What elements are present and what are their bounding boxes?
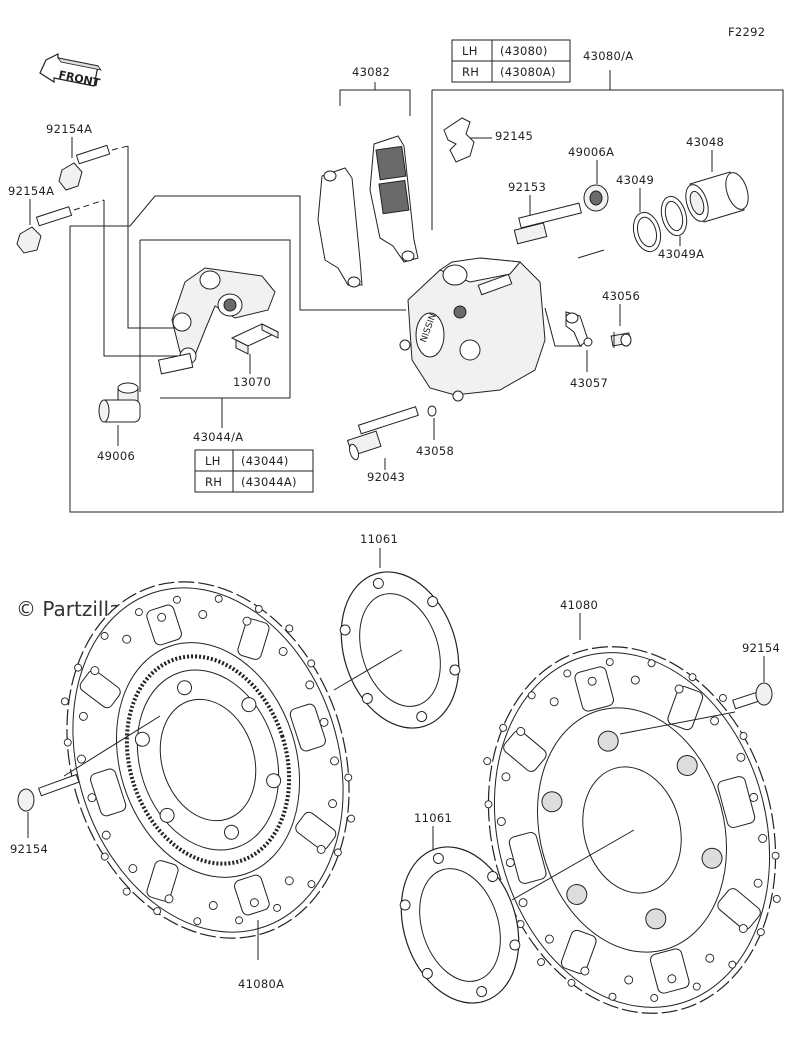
label-92043: 92043: [367, 470, 405, 484]
label-41080a: 41080A: [238, 977, 284, 991]
table-43044: LH (43044) RH (43044A): [194, 449, 314, 493]
label-43049: 43049: [616, 173, 654, 187]
ring-11061-bottom: [399, 846, 521, 1004]
label-49006: 49006: [97, 449, 135, 463]
bolt-92154-left: [17, 773, 80, 812]
label-11061-bot: 11061: [414, 811, 452, 825]
label-43080: 43080/A: [583, 49, 633, 63]
leader-43082: [339, 89, 411, 116]
brake-disc-right: [483, 646, 781, 1014]
bolt-92154a-top: [58, 144, 111, 191]
table-43080: LH (43080) RH (43080A): [451, 39, 571, 83]
caliper-body: NISSIN: [399, 257, 546, 402]
table-43044-rh-part: (43044A): [241, 475, 297, 489]
bolt-92154a-mid: [16, 206, 73, 254]
washer-43058: [427, 405, 437, 417]
figure-code: F2292: [728, 25, 765, 39]
table-43080-lh-part: (43080): [500, 44, 548, 58]
leader-11061-bot-disc: [511, 829, 635, 901]
brake-pad-back: [317, 167, 363, 288]
brake-disc-left: [60, 581, 356, 939]
label-92154a-top: 92154A: [46, 122, 92, 136]
brake-pad-front: [369, 135, 419, 263]
bracket-sub-box: [140, 239, 291, 398]
label-43058: 43058: [416, 444, 454, 458]
dash-92154a-top: [111, 145, 129, 151]
leader-92154-right-bolt: [619, 711, 736, 735]
piston-43048: [685, 171, 749, 223]
label-43044: 43044/A: [193, 430, 243, 444]
dash-92154a-mid: [73, 199, 105, 211]
seal-43049a: [660, 195, 688, 237]
seal-49006a: [583, 184, 609, 212]
label-92154a-mid: 92154A: [8, 184, 54, 198]
table-43044-rh: RH: [205, 475, 222, 489]
label-92154-left: 92154: [10, 842, 48, 856]
boot-49006: [98, 382, 141, 423]
line-92154a-top: [127, 146, 175, 329]
label-49006a: 49006A: [568, 145, 614, 159]
seal-43049: [632, 211, 662, 253]
leader-43057-a: [544, 307, 582, 347]
label-92153: 92153: [508, 180, 546, 194]
cap-43057: [565, 311, 593, 347]
bolt-92154-right: [732, 682, 773, 710]
label-43048: 43048: [686, 135, 724, 149]
table-43080-rh-part: (43080A): [500, 65, 556, 79]
caliper-assembly-box: [69, 89, 784, 513]
label-11061-top: 11061: [360, 532, 398, 546]
pin-92153: [513, 202, 582, 245]
table-43044-lh: LH: [205, 454, 221, 468]
table-43044-lh-part: (43044): [241, 454, 289, 468]
pad-bracket-line: [70, 195, 406, 311]
ring-11061-top: [339, 571, 461, 729]
label-43082: 43082: [352, 65, 390, 79]
label-92154-right: 92154: [742, 641, 780, 655]
front-arrow-icon: FRONT: [39, 53, 102, 90]
pin-92043: [346, 406, 419, 461]
bleeder-43056: [610, 332, 632, 348]
label-13070: 13070: [233, 375, 271, 389]
caliper-bracket: [157, 267, 276, 375]
pin-clip-92145: [443, 117, 475, 163]
label-41080: 41080: [560, 598, 598, 612]
leader-11061-top-disc: [333, 649, 403, 691]
label-43049a: 43049A: [658, 247, 704, 261]
label-43056: 43056: [602, 289, 640, 303]
table-43080-rh: RH: [462, 65, 479, 79]
label-43057: 43057: [570, 376, 608, 390]
leader-92154-left-bolt: [63, 715, 161, 777]
leader-92153-tail: [577, 249, 605, 259]
table-43080-lh: LH: [462, 44, 478, 58]
line-92154a-mid: [103, 200, 184, 357]
label-92145: 92145: [495, 129, 533, 143]
pad-spring-13070: [230, 323, 280, 355]
